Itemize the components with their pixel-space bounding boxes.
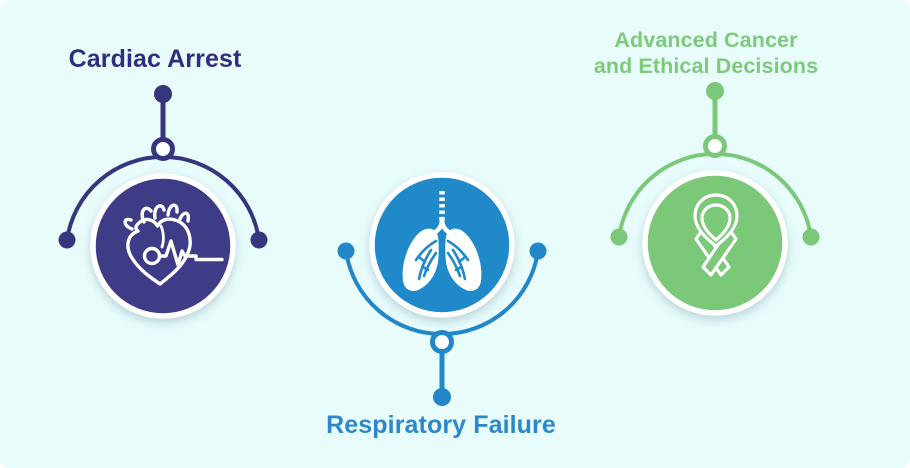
topic-circle [369, 172, 515, 318]
orbit-end-dot-left [337, 242, 355, 260]
label-line: Respiratory Failure [326, 411, 556, 439]
topic-group-respiratory-failure: Respiratory Failure [326, 83, 556, 439]
respiratory-failure-graphic [337, 172, 547, 406]
heart-cardiogram-icon [123, 203, 224, 286]
stem-dot [433, 388, 451, 406]
item-label-cardiac-arrest: Cardiac Arrest [5, 45, 305, 73]
item-label-respiratory-failure: Respiratory Failure [281, 411, 601, 439]
orbit-end-dot-left [58, 231, 76, 249]
orbit-end-dot-right [250, 231, 268, 249]
anchor-ring [151, 137, 175, 161]
advanced-cancer-graphic [610, 82, 820, 316]
awareness-ribbon-icon [693, 193, 739, 277]
orbit-end-dot-left [610, 228, 628, 246]
label-line: and Ethical Decisions [593, 54, 819, 78]
label-line: Cardiac Arrest [68, 45, 242, 73]
item-label-advanced-cancer: Advanced Cancer and Ethical Decisions [546, 27, 866, 79]
lungs-icon [402, 191, 482, 291]
orbit-end-dot-right [529, 242, 547, 260]
topic-group-advanced-cancer: Advanced Cancer and Ethical Decisions [594, 28, 825, 410]
orbit-end-dot-right [802, 228, 820, 246]
label-line: Advanced Cancer [614, 28, 798, 52]
anchor-ring [430, 330, 454, 354]
anchor-ring [703, 134, 727, 158]
cardiac-arrest-graphic [58, 85, 268, 319]
topic-group-cardiac-arrest: Cardiac Arrest [53, 45, 273, 413]
